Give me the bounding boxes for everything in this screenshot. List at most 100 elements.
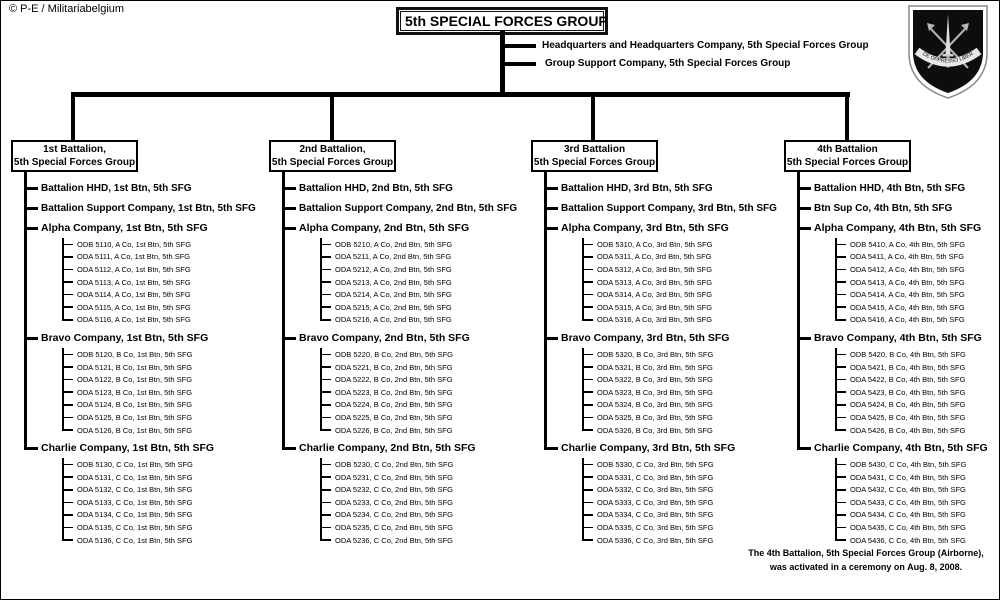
battalion-direct-unit-label: Battalion Support Company, 3rd Btn, 5th … <box>561 202 777 214</box>
company-header: Charlie Company, 4th Btn, 5th SFG <box>814 438 999 458</box>
oda-unit-label: ODA 5411, A Co, 4th Btn, 5th SFG <box>850 252 965 262</box>
oda-unit-row: ODA 5324, B Co, 3rd Btn, 5th SFG <box>582 398 781 412</box>
oda-unit-label: ODA 5212, A Co, 2nd Btn, 5th SFG <box>335 264 452 274</box>
company-label: Charlie Company, 3rd Btn, 5th SFG <box>561 442 736 455</box>
oda-unit-row: ODA 5235, C Co, 2nd Btn, 5th SFG <box>320 521 519 534</box>
oda-unit-row: ODA 5312, A Co, 3rd Btn, 5th SFG <box>582 263 781 276</box>
oda-unit-row: ODA 5334, C Co, 3rd Btn, 5th SFG <box>582 508 781 522</box>
oda-unit-row: ODA 5326, B Co, 3rd Btn, 5th SFG <box>582 423 781 437</box>
oda-unit-row: ODA 5116, A Co, 1st Btn, 5th SFG <box>62 313 261 327</box>
oda-unit-row: ODA 5323, B Co, 3rd Btn, 5th SFG <box>582 385 781 399</box>
battalion-direct-unit: Battalion Support Company, 2nd Btn, 5th … <box>282 198 519 218</box>
oda-unit-label: ODA 5211, A Co, 2nd Btn, 5th SFG <box>335 252 452 262</box>
oda-unit-row: ODB 5420, B Co, 4th Btn, 5th SFG <box>835 348 999 361</box>
company-header: Alpha Company, 4th Btn, 5th SFG <box>814 218 999 238</box>
company-header: Bravo Company, 2nd Btn, 5th SFG <box>299 328 519 348</box>
oda-unit-row: ODA 5423, B Co, 4th Btn, 5th SFG <box>835 385 999 399</box>
company-label: Bravo Company, 4th Btn, 5th SFG <box>814 332 982 345</box>
oda-unit-label: ODB 5310, A Co, 3rd Btn, 5th SFG <box>597 239 713 249</box>
oda-unit-row: ODA 5415, A Co, 4th Btn, 5th SFG <box>835 300 999 314</box>
oda-unit-row: ODA 5321, B Co, 3rd Btn, 5th SFG <box>582 360 781 374</box>
oda-unit-row: ODA 5236, C Co, 2nd Btn, 5th SFG <box>320 533 519 547</box>
oda-unit-row: ODA 5226, B Co, 2nd Btn, 5th SFG <box>320 423 519 437</box>
oda-unit-label: ODB 5210, A Co, 2nd Btn, 5th SFG <box>335 239 453 249</box>
oda-unit-label: ODA 5426, B Co, 4th Btn, 5th SFG <box>850 425 966 435</box>
oda-unit-row: ODA 5336, C Co, 3rd Btn, 5th SFG <box>582 533 781 547</box>
battalion-direct-unit: Battalion Support Company, 3rd Btn, 5th … <box>544 198 781 218</box>
oda-unit-row: ODA 5112, A Co, 1st Btn, 5th SFG <box>62 263 261 276</box>
oda-unit-row: ODA 5125, B Co, 1st Btn, 5th SFG <box>62 411 261 424</box>
oda-unit-label: ODA 5124, B Co, 1st Btn, 5th SFG <box>77 400 193 410</box>
company-label: Charlie Company, 2nd Btn, 5th SFG <box>299 442 476 455</box>
spine-spacer <box>282 172 285 178</box>
battalion-box: 1st Battalion,5th Special Forces Group <box>11 140 138 172</box>
oda-unit-label: ODA 5233, C Co, 2nd Btn, 5th SFG <box>335 497 453 507</box>
oda-unit-label: ODA 5222, B Co, 2nd Btn, 5th SFG <box>335 375 453 385</box>
oda-unit-row: ODA 5322, B Co, 3rd Btn, 5th SFG <box>582 373 781 386</box>
oda-unit-row: ODA 5232, C Co, 2nd Btn, 5th SFG <box>320 483 519 497</box>
company-label: Bravo Company, 2nd Btn, 5th SFG <box>299 332 470 345</box>
oda-unit-row: ODA 5221, B Co, 2nd Btn, 5th SFG <box>320 360 519 374</box>
oda-unit-label: ODA 5312, A Co, 3rd Btn, 5th SFG <box>597 264 713 274</box>
oda-unit-label: ODA 5333, C Co, 3rd Btn, 5th SFG <box>597 497 714 507</box>
oda-unit-label: ODB 5130, C Co, 1st Btn, 5th SFG <box>77 460 193 470</box>
oda-unit-row: ODB 5220, B Co, 2nd Btn, 5th SFG <box>320 348 519 361</box>
oda-unit-row: ODA 5435, C Co, 4th Btn, 5th SFG <box>835 521 999 534</box>
oda-unit-label: ODA 5225, B Co, 2nd Btn, 5th SFG <box>335 412 453 422</box>
oda-unit-row: ODA 5426, B Co, 4th Btn, 5th SFG <box>835 423 999 437</box>
oda-unit-row: ODA 5113, A Co, 1st Btn, 5th SFG <box>62 275 261 289</box>
oda-unit-label: ODA 5232, C Co, 2nd Btn, 5th SFG <box>335 485 453 495</box>
oda-unit-row: ODB 5430, C Co, 4th Btn, 5th SFG <box>835 458 999 471</box>
battalion-direct-unit-label: Battalion HHD, 2nd Btn, 5th SFG <box>299 182 453 194</box>
dagger-blade-icon <box>945 14 951 54</box>
company-header: Charlie Company, 1st Btn, 5th SFG <box>41 438 261 458</box>
oda-unit-row: ODA 5424, B Co, 4th Btn, 5th SFG <box>835 398 999 412</box>
oda-unit-label: ODA 5121, B Co, 1st Btn, 5th SFG <box>77 362 193 372</box>
battalion-direct-unit: Battalion HHD, 2nd Btn, 5th SFG <box>282 178 519 198</box>
company-block: Charlie Company, 1st Btn, 5th SFG ODB 513… <box>24 438 261 548</box>
oda-unit-label: ODA 5323, B Co, 3rd Btn, 5th SFG <box>597 387 713 397</box>
connector-drop-battalion-3 <box>591 95 595 141</box>
oda-unit-row: ODA 5132, C Co, 1st Btn, 5th SFG <box>62 483 261 497</box>
battalion-name-line2: 5th Special Forces Group <box>271 157 394 168</box>
battalion-direct-unit-label: Battalion HHD, 1st Btn, 5th SFG <box>41 182 192 194</box>
oda-unit-row: ODA 5414, A Co, 4th Btn, 5th SFG <box>835 288 999 301</box>
oda-unit-row: ODA 5222, B Co, 2nd Btn, 5th SFG <box>320 373 519 386</box>
arrowhead-right <box>961 23 969 31</box>
connector-title-drop <box>500 30 505 94</box>
oda-unit-row: ODA 5126, B Co, 1st Btn, 5th SFG <box>62 423 261 437</box>
oda-unit-label: ODA 5215, A Co, 2nd Btn, 5th SFG <box>335 302 452 312</box>
oda-unit-row: ODA 5224, B Co, 2nd Btn, 5th SFG <box>320 398 519 412</box>
oda-unit-label: ODA 5431, C Co, 4th Btn, 5th SFG <box>850 472 966 482</box>
oda-unit-label: ODA 5224, B Co, 2nd Btn, 5th SFG <box>335 400 453 410</box>
oda-unit-label: ODA 5422, B Co, 4th Btn, 5th SFG <box>850 375 966 385</box>
oda-unit-row: ODB 5210, A Co, 2nd Btn, 5th SFG <box>320 238 519 251</box>
copyright-text: © P-E / Militariabelgium <box>9 3 125 15</box>
oda-unit-label: ODB 5330, C Co, 3rd Btn, 5th SFG <box>597 460 714 470</box>
company-label: Charlie Company, 1st Btn, 5th SFG <box>41 442 215 455</box>
oda-unit-label: ODA 5436, C Co, 4th Btn, 5th SFG <box>850 535 966 545</box>
battalion-name-line2: 5th Special Forces Group <box>786 157 909 168</box>
oda-unit-label: ODA 5414, A Co, 4th Btn, 5th SFG <box>850 290 965 300</box>
company-header: Bravo Company, 3rd Btn, 5th SFG <box>561 328 781 348</box>
oda-unit-row: ODB 5320, B Co, 3rd Btn, 5th SFG <box>582 348 781 361</box>
activation-note-line1: The 4th Battalion, 5th Special Forces Gr… <box>748 548 984 558</box>
oda-unit-label: ODA 5116, A Co, 1st Btn, 5th SFG <box>77 315 191 325</box>
oda-unit-label: ODA 5113, A Co, 1st Btn, 5th SFG <box>77 277 191 287</box>
oda-unit-label: ODA 5126, B Co, 1st Btn, 5th SFG <box>77 425 193 435</box>
oda-unit-row: ODA 5325, B Co, 3rd Btn, 5th SFG <box>582 411 781 424</box>
activation-note-line2: was activated in a ceremony on Aug. 8, 2… <box>769 561 963 572</box>
oda-unit-label: ODA 5332, C Co, 3rd Btn, 5th SFG <box>597 485 714 495</box>
oda-unit-row: ODA 5133, C Co, 1st Btn, 5th SFG <box>62 496 261 509</box>
